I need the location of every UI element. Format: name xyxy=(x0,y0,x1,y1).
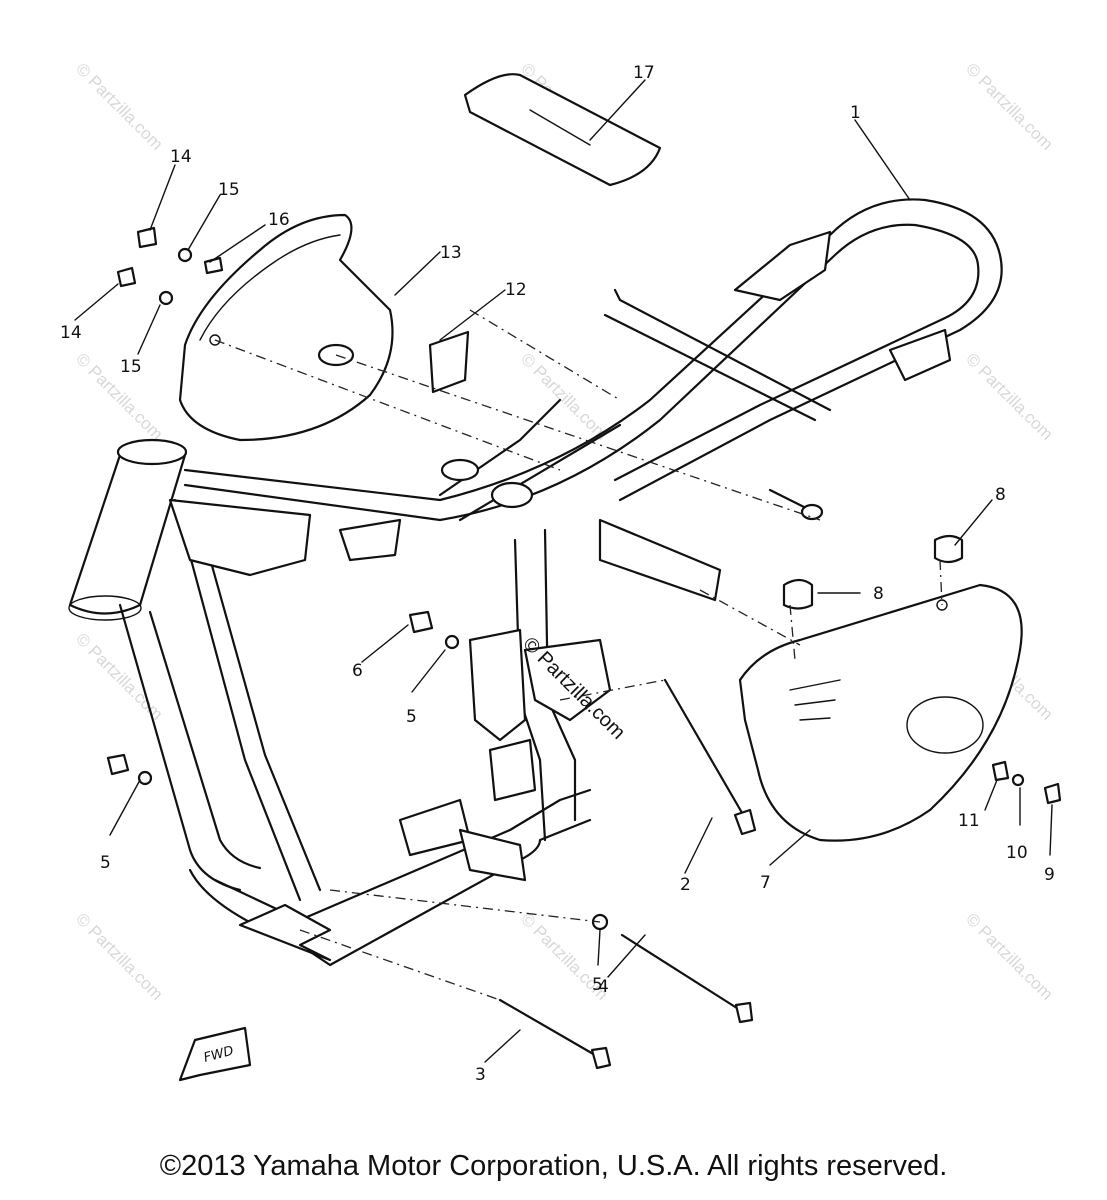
callouts: 1 2 3 4 5 5 5 6 7 8 8 9 10 11 12 13 14 1… xyxy=(60,63,1055,1085)
callout-5-bottom: 5 xyxy=(592,975,603,995)
copyright-notice: ©2013 Yamaha Motor Corporation, U.S.A. A… xyxy=(159,1150,948,1182)
callout-14-top: 14 xyxy=(170,147,192,167)
frame-drawing xyxy=(68,198,1003,967)
tool-bag-17-drawing xyxy=(463,73,662,187)
callout-7: 7 xyxy=(760,873,771,893)
watermark-lower-left: © Partzilla.com xyxy=(72,629,166,723)
side-cover-left-drawing xyxy=(178,213,394,442)
callout-8-lower: 8 xyxy=(873,584,884,604)
leader-lines xyxy=(74,79,1053,1063)
plate-12-drawing xyxy=(428,330,470,394)
callout-15-left: 15 xyxy=(120,357,142,377)
watermark-bottom-left: © Partzilla.com xyxy=(72,909,166,1003)
callout-16: 16 xyxy=(268,210,290,230)
callout-17: 17 xyxy=(633,63,655,83)
callout-1: 1 xyxy=(850,103,861,123)
callout-2: 2 xyxy=(680,875,691,895)
callout-4: 4 xyxy=(598,977,609,997)
callout-13: 13 xyxy=(440,243,462,263)
callout-5-left: 5 xyxy=(100,853,111,873)
callout-8-upper: 8 xyxy=(995,485,1006,505)
callout-6: 6 xyxy=(352,661,363,681)
callout-11: 11 xyxy=(958,811,980,831)
callout-5-center: 5 xyxy=(406,707,417,727)
callout-10: 10 xyxy=(1006,843,1028,863)
side-cover-right-drawing xyxy=(738,583,1023,842)
watermark-mid-right: © Partzilla.com xyxy=(962,349,1056,443)
callout-15-top: 15 xyxy=(218,180,240,200)
callout-14-left: 14 xyxy=(60,323,82,343)
fwd-arrow: FWD xyxy=(178,1026,252,1082)
watermark-bottom-right: © Partzilla.com xyxy=(962,909,1056,1003)
watermark-top-right: © Partzilla.com xyxy=(962,59,1056,153)
callout-3: 3 xyxy=(475,1065,486,1085)
callout-9: 9 xyxy=(1044,865,1055,885)
callout-12: 12 xyxy=(505,280,527,300)
assembly-lines xyxy=(214,309,943,1001)
watermark-top-left: © Partzilla.com xyxy=(72,59,166,153)
